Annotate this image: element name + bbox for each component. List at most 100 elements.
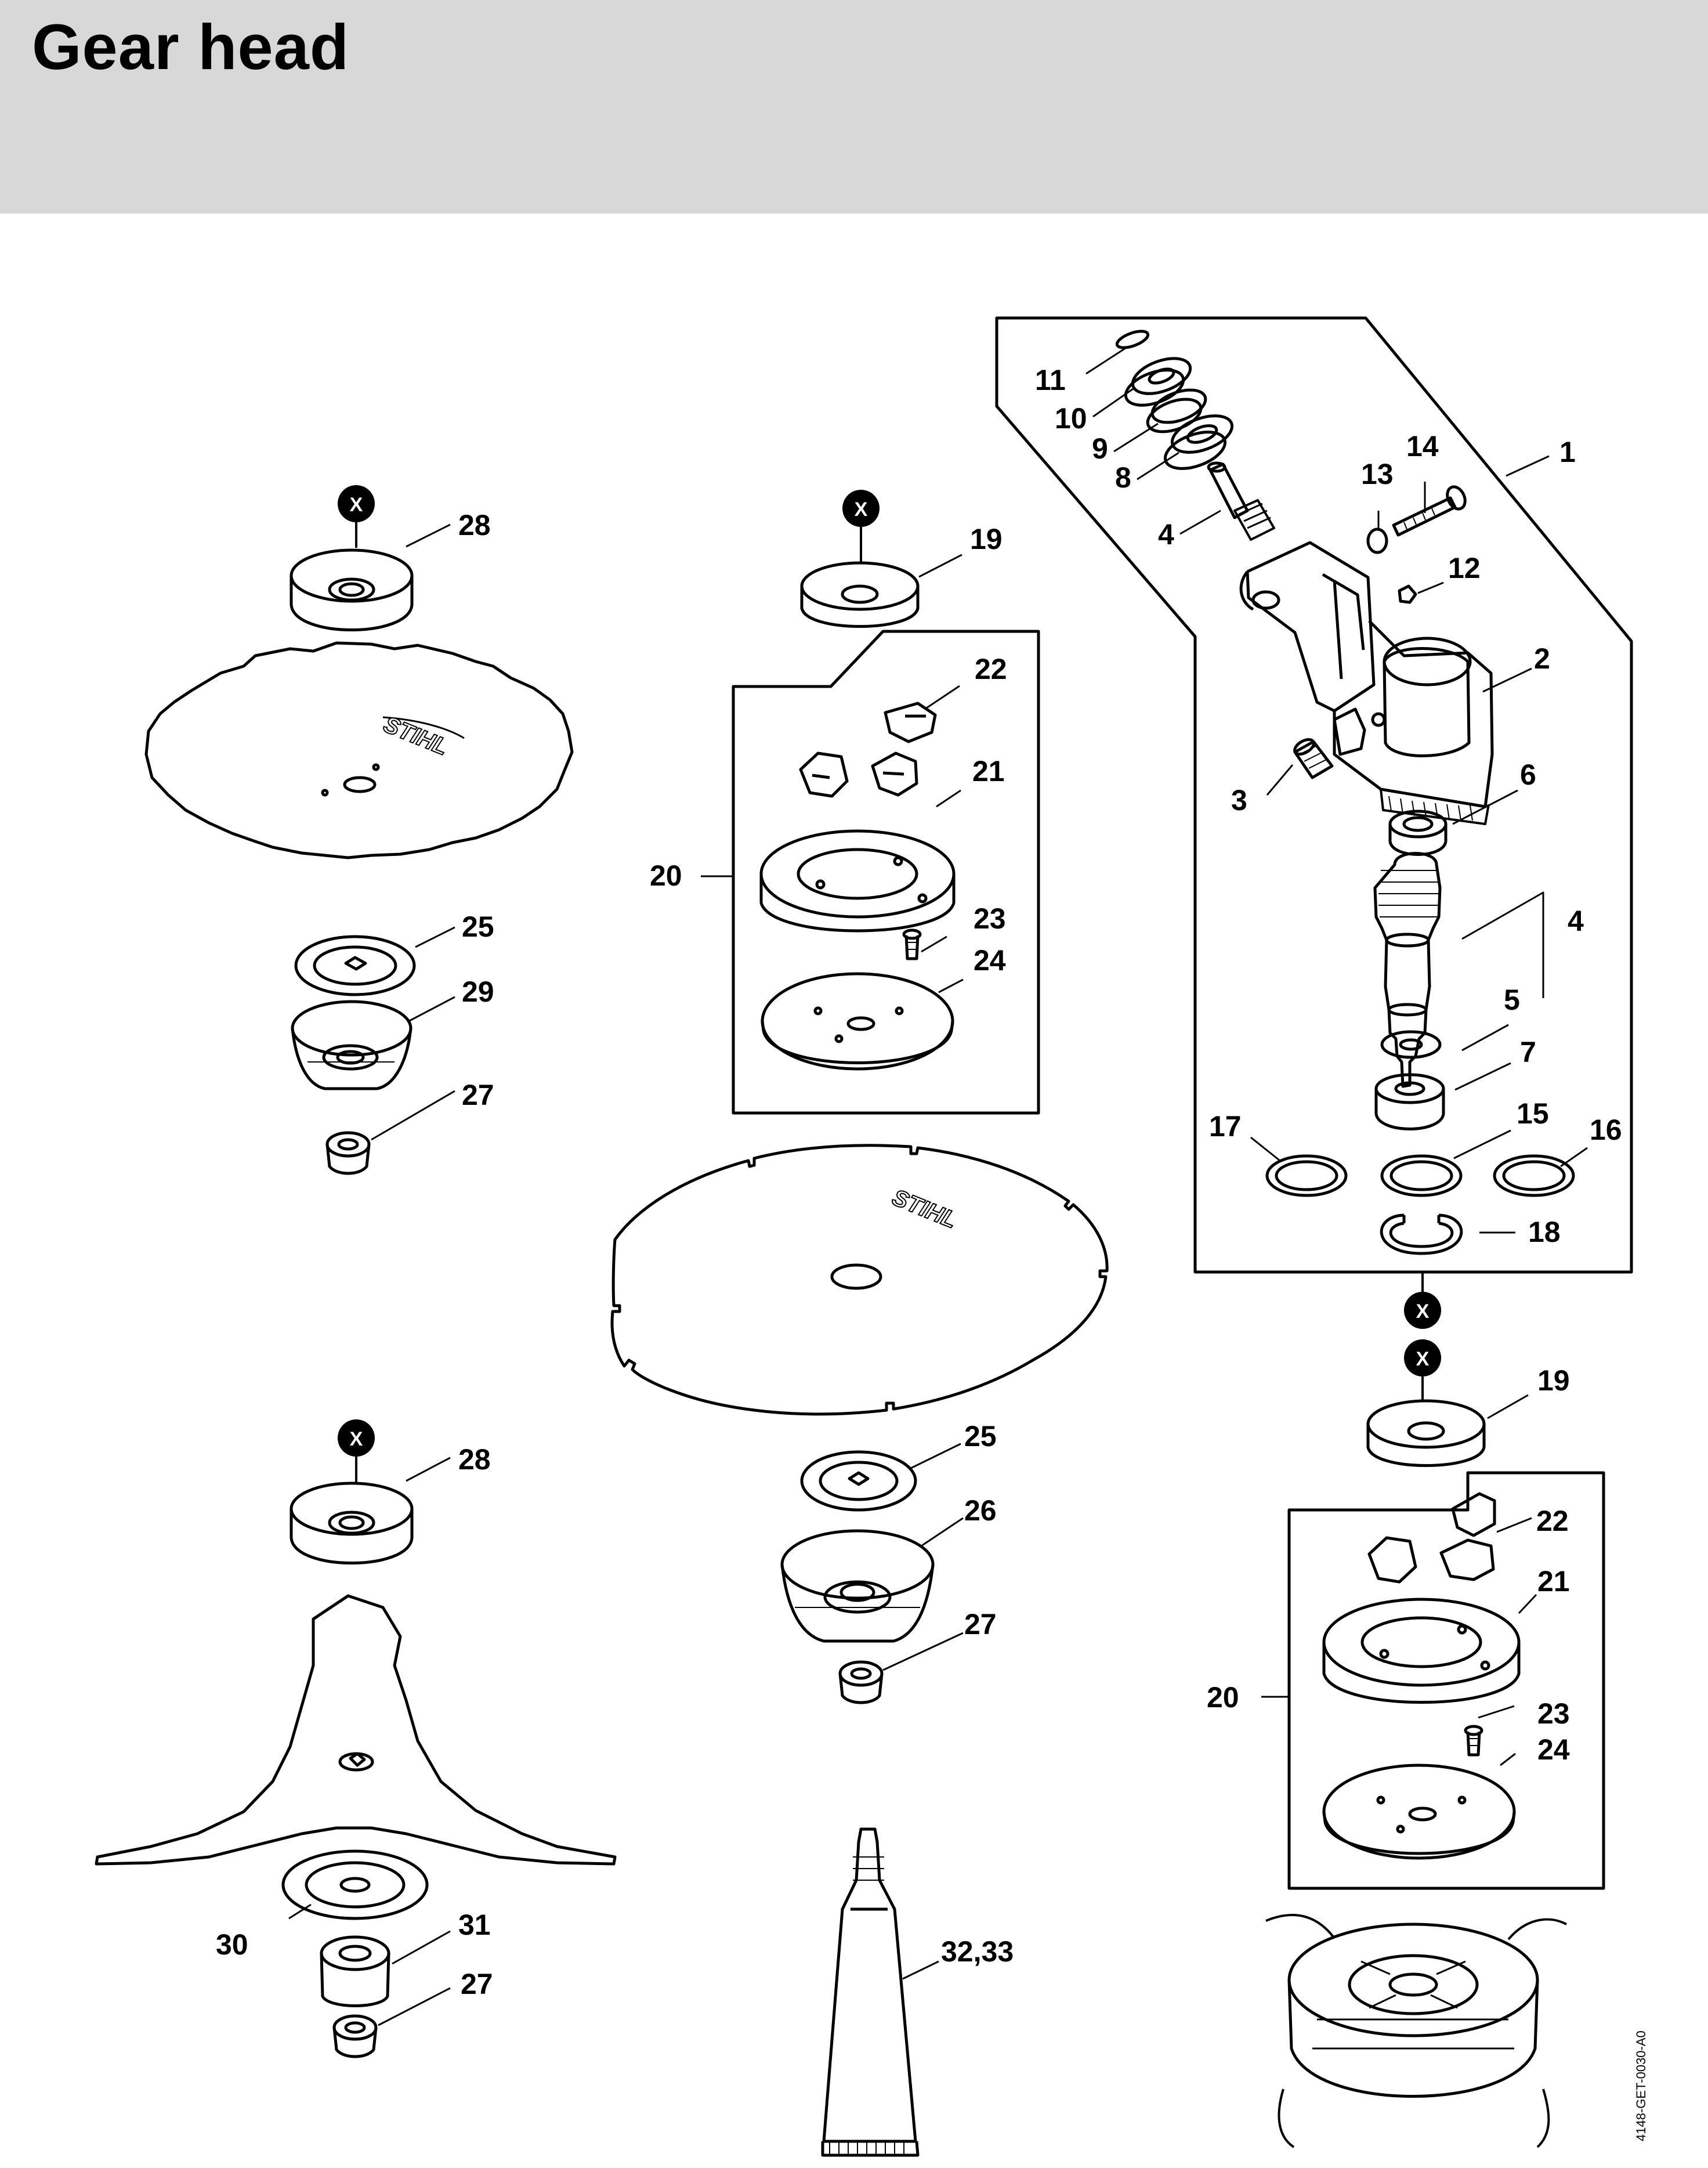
label-part-12: 12 (1448, 552, 1481, 584)
label-part-9: 9 (1092, 432, 1108, 465)
part-12-nut (1398, 584, 1417, 604)
part-22-shoe-center-left (799, 751, 849, 798)
label-part-17: 17 (1209, 1110, 1242, 1143)
part-28-thrust-plate-a (290, 548, 414, 631)
label-part-30: 30 (216, 1928, 248, 1961)
part-29-cup (291, 1000, 412, 1090)
mount-kit-group-frame-right (1287, 1471, 1605, 1890)
part-22-shoe-right-top (1451, 1492, 1496, 1537)
part-22-shoe-center-right (871, 751, 918, 797)
part-7-ball-bearing (1374, 1073, 1445, 1130)
label-part-20-center: 20 (650, 859, 682, 892)
x-marker-right-lower: X (1404, 1339, 1441, 1401)
part-25-thrust-washer-a (294, 935, 416, 996)
label-part-20-right: 20 (1207, 1681, 1239, 1714)
label-part-25-left: 25 (462, 910, 494, 943)
part-22-shoe-center (884, 702, 937, 743)
label-part-2: 2 (1534, 642, 1550, 675)
label-part-18: 18 (1528, 1216, 1561, 1248)
part-19-thrust-plate-b (1366, 1399, 1486, 1467)
part-25-thrust-washer-b (800, 1450, 917, 1512)
label-part-8: 8 (1115, 461, 1131, 494)
part-23-screw-center (902, 928, 922, 960)
x-marker-label: X (1416, 1348, 1430, 1370)
part-15-ring (1380, 1154, 1463, 1197)
part-24-plate-right (1322, 1764, 1516, 1860)
label-part-6: 6 (1520, 758, 1536, 791)
label-part-25-center: 25 (964, 1420, 997, 1452)
x-marker-label: X (855, 498, 868, 521)
label-part-23-center: 23 (974, 902, 1006, 935)
part-21-ring-center (759, 829, 956, 933)
part-30-thrust-washer (281, 1849, 429, 1920)
circular-saw-blade (144, 641, 574, 859)
three-tooth-grass-blade (95, 1594, 617, 1866)
x-marker-label: X (350, 494, 363, 516)
label-part-29: 29 (462, 975, 494, 1008)
x-marker-center-top: X (842, 490, 880, 563)
label-part-27-left-top: 27 (462, 1079, 494, 1111)
label-part-19-right: 19 (1537, 1364, 1570, 1397)
part-18-circlip (1380, 1213, 1463, 1255)
part-14-screw (1392, 485, 1467, 537)
part-21-ring-right (1322, 1598, 1521, 1704)
label-part-13: 13 (1361, 458, 1394, 490)
label-part-19-center: 19 (970, 523, 1003, 555)
x-marker-gearbox-output: X (1404, 1272, 1441, 1329)
four-tooth-cutting-blade (610, 1144, 1109, 1416)
label-part-10: 10 (1055, 402, 1087, 435)
label-part-24-right: 24 (1537, 1733, 1570, 1766)
label-part-27-center: 27 (964, 1608, 997, 1641)
part-6-ball-bearing (1388, 810, 1448, 856)
page-title: Gear head (32, 12, 350, 83)
label-part-22-center: 22 (975, 653, 1007, 685)
part-labels: 1 2 3 4 4 5 6 7 8 9 10 11 12 13 14 15 16… (216, 364, 1622, 2000)
label-part-15: 15 (1517, 1097, 1549, 1130)
part-3-plug (1293, 738, 1334, 779)
label-part-16: 16 (1590, 1114, 1622, 1146)
part-4-pinion (1207, 461, 1275, 541)
label-part-21-center: 21 (972, 755, 1005, 787)
gearbox-group-frame (995, 316, 1633, 1274)
mount-kit-group-frame-center (732, 630, 1040, 1115)
part-22-shoe-right-left (1367, 1536, 1417, 1584)
part-24-plate-center (761, 972, 954, 1071)
label-part-14: 14 (1406, 430, 1439, 462)
label-part-32-33: 32,33 (941, 1935, 1014, 1968)
label-part-3: 3 (1231, 784, 1247, 816)
trimmer-head (1265, 1914, 1567, 2148)
part-27-nut-a (325, 1131, 371, 1175)
label-part-1: 1 (1559, 436, 1576, 468)
label-part-24-center: 24 (974, 944, 1006, 977)
part-23-screw-right (1464, 1725, 1483, 1757)
label-part-4-lower: 4 (1568, 905, 1584, 937)
drawing-reference-code: 4148-GET-0030-A0 (1634, 2030, 1648, 2141)
part-31-sleeve (320, 1935, 390, 2007)
label-part-23-right: 23 (1537, 1697, 1570, 1730)
part-32-33-grease-tube (821, 1827, 920, 2157)
part-22-shoe-right-right (1439, 1538, 1495, 1581)
blade-brand-logo-saw: STIHL (380, 711, 452, 760)
label-part-27-left-bottom: 27 (461, 1968, 493, 2000)
part-17-ring (1265, 1154, 1348, 1197)
label-part-28-bottom: 28 (458, 1443, 491, 1476)
leader-lines (288, 347, 1588, 2026)
part-19-thrust-plate-a (800, 561, 920, 628)
label-part-21-right: 21 (1537, 1565, 1570, 1598)
label-part-22-right: 22 (1536, 1505, 1569, 1537)
header-bar: Gear head (0, 0, 1708, 214)
part-11-circlip (1115, 330, 1150, 349)
x-marker-left-top: X (338, 485, 375, 548)
x-marker-left-bottom: X (338, 1419, 375, 1483)
part-5-washer (1380, 1030, 1442, 1059)
label-part-28-top: 28 (458, 509, 491, 541)
label-part-4-top: 4 (1158, 518, 1174, 551)
part-13-washer (1366, 527, 1388, 554)
label-part-5: 5 (1504, 984, 1520, 1016)
label-part-26: 26 (964, 1494, 997, 1527)
part-4-bevel-gear-shaft (1373, 852, 1442, 1088)
part-2-gear-housing (1239, 541, 1494, 825)
part-28-thrust-plate-b (290, 1482, 414, 1564)
part-27-nut-b (838, 1660, 884, 1704)
